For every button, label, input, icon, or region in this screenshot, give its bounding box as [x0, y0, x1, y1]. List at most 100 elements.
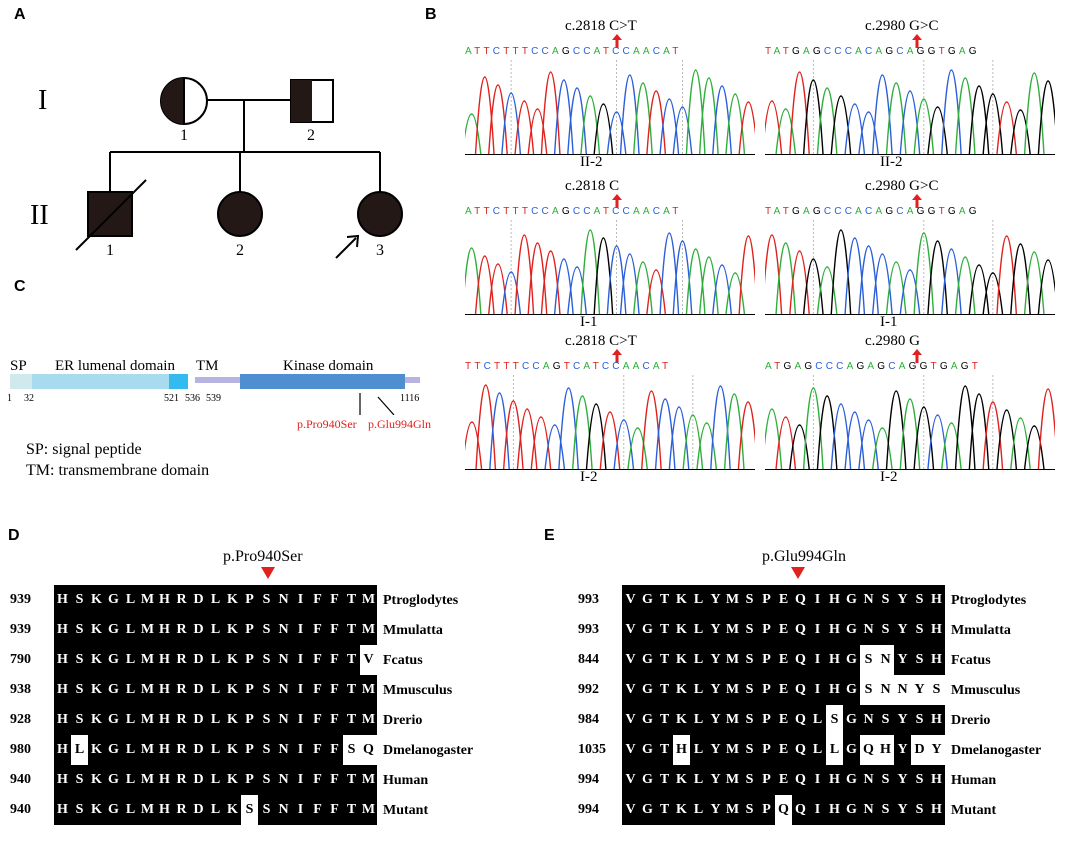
base-call: C: [541, 206, 552, 217]
base-call: G: [812, 206, 824, 217]
alignment-residue: F: [309, 765, 326, 795]
alignment-residue: K: [88, 645, 105, 675]
base-call: T: [465, 361, 475, 372]
alignment-residue: Q: [792, 765, 809, 795]
alignment-species: Human: [383, 772, 429, 788]
base-call: C: [823, 46, 835, 57]
alignment-residue: F: [326, 795, 343, 825]
base-call: C: [896, 206, 907, 217]
base-call: G: [561, 46, 573, 57]
alignment-residue: Y: [707, 765, 724, 795]
base-call: A: [773, 206, 783, 217]
alignment-species: Mmusculus: [951, 682, 1021, 698]
red-arrow-icon: [612, 194, 622, 208]
base-call: G: [927, 206, 939, 217]
alignment-residue: F: [326, 675, 343, 705]
alignment-residue: M: [139, 675, 156, 705]
alignment-residue: S: [741, 795, 758, 825]
generation-label-I: I: [38, 85, 48, 116]
base-call: T: [602, 46, 613, 57]
kinase-domain-bar: [240, 374, 405, 389]
alignment-position: 993: [578, 622, 599, 637]
alignment-residue: E: [775, 675, 792, 705]
base-call: A: [958, 46, 969, 57]
base-call: G: [885, 206, 897, 217]
alignment-residue: N: [275, 735, 292, 765]
alignment-species: Drerio: [383, 712, 423, 728]
alignment-residue: D: [190, 585, 207, 615]
base-call: A: [906, 206, 917, 217]
alignment-residue: L: [690, 645, 707, 675]
base-call: C: [825, 361, 837, 372]
chromatogram-mutation-label: c.2980 G>C: [865, 18, 939, 34]
alignment-residue: L: [122, 585, 139, 615]
alignment-residue: Y: [894, 705, 911, 735]
alignment-residue: H: [54, 675, 71, 705]
alignment-residue: S: [71, 705, 88, 735]
position-32: 32: [24, 393, 34, 404]
alignment-residue: G: [639, 585, 656, 615]
alignment-residue: M: [724, 615, 741, 645]
alignment-residue: F: [326, 705, 343, 735]
alignment-residue: I: [809, 675, 826, 705]
base-call: C: [834, 206, 845, 217]
base-call: T: [563, 361, 573, 372]
pedigree-chart: [75, 77, 403, 259]
alignment-residue: D: [190, 735, 207, 765]
base-call: A: [465, 206, 475, 217]
alignment-residue: Y: [707, 645, 724, 675]
base-call: T: [782, 46, 793, 57]
chromatogram-sample-label: II-2: [580, 154, 603, 170]
alignment-residue: T: [343, 675, 360, 705]
base-call: T: [782, 206, 793, 217]
alignment-residue: L: [690, 705, 707, 735]
chromatogram-trace: [765, 220, 1055, 315]
alignment-residue: S: [71, 615, 88, 645]
alignment-residue: M: [724, 585, 741, 615]
alignment-residue: M: [724, 645, 741, 675]
base-call: A: [632, 361, 643, 372]
base-call: C: [521, 361, 533, 372]
base-call: A: [875, 46, 886, 57]
red-arrow-icon: [912, 349, 922, 363]
chromatogram-sequence: TATGAGCCCACAGCAGGTGAG: [765, 46, 980, 57]
alignment-position: 938: [10, 682, 31, 697]
alignment-residue: E: [775, 615, 792, 645]
alignment-residue: Y: [707, 795, 724, 825]
alignment-residue: H: [156, 675, 173, 705]
alignment-residue: L: [207, 615, 224, 645]
alignment-residue: M: [360, 615, 377, 645]
alignment-residue: R: [173, 705, 190, 735]
base-call: A: [855, 206, 866, 217]
alignment-residue: G: [843, 585, 860, 615]
alignment-residue: H: [54, 585, 71, 615]
alignment-residue: S: [741, 705, 758, 735]
alignment-residue: N: [275, 675, 292, 705]
alignment-residue: G: [105, 675, 122, 705]
base-call: C: [612, 46, 623, 57]
alignment-residue: S: [71, 675, 88, 705]
alignment-residue: H: [826, 615, 843, 645]
alignment-position: 992: [578, 682, 599, 697]
alignment-residue: M: [724, 675, 741, 705]
chromatogram-sample-label: II-2: [880, 154, 903, 170]
base-call: G: [919, 361, 931, 372]
alignment-residue: V: [622, 585, 639, 615]
base-call: T: [930, 361, 940, 372]
alignment-residue: K: [673, 615, 690, 645]
chromatogram-sequence: TATGAGCCCACAGCAGGTGAG: [765, 206, 980, 217]
alignment-species: Mutant: [951, 802, 997, 818]
alignment-residue: H: [54, 645, 71, 675]
chromatogram-mutation-label: c.2818 C>T: [565, 333, 637, 349]
legend-tm: TM: transmembrane domain: [26, 462, 210, 479]
base-call: C: [823, 206, 835, 217]
alignment-residue: L: [690, 585, 707, 615]
individual-I1-symbol: [160, 77, 208, 125]
base-call: A: [855, 46, 866, 57]
alignment-residue: Y: [911, 675, 928, 705]
alignment-residue: G: [639, 735, 656, 765]
